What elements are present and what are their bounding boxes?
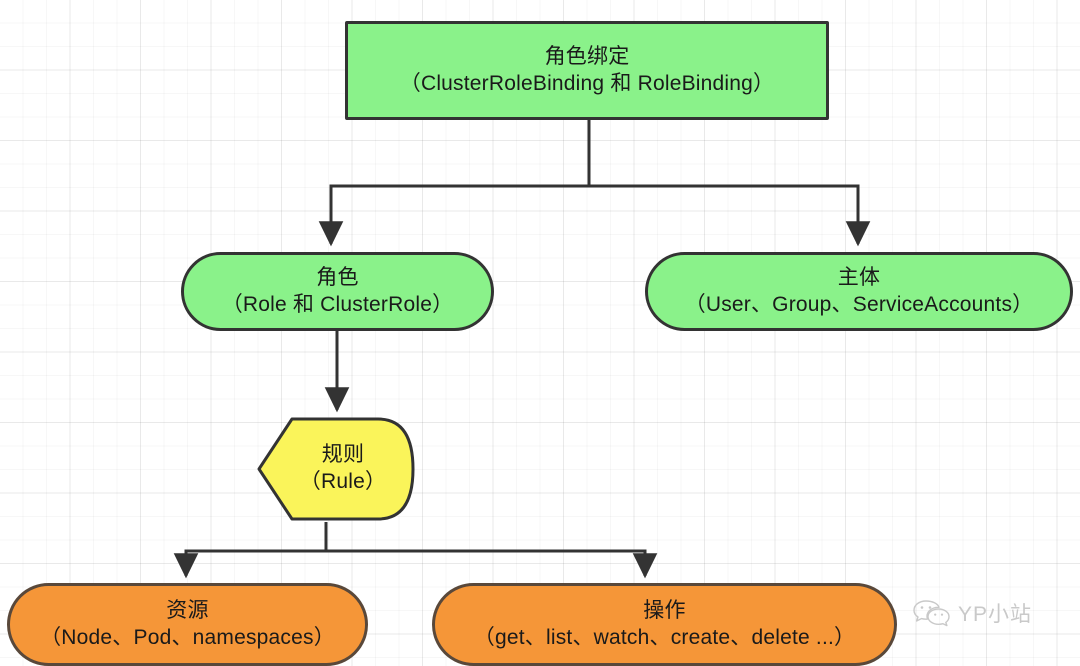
node-resource[interactable]: 资源 （Node、Pod、namespaces） (7, 583, 368, 666)
node-rule-line1: 规则 (321, 443, 365, 467)
node-rule-line2: （Rule） (299, 470, 387, 493)
node-rule-text: 规则 （Rule） (256, 416, 416, 522)
node-operation-line2: （get、list、watch、create、delete ...） (473, 625, 856, 649)
node-role-binding-line1: 角色绑定 (544, 44, 630, 68)
node-role-line1: 角色 (316, 265, 359, 289)
node-subject-line1: 主体 (837, 265, 881, 289)
edge-rule-to-resource (173, 522, 328, 579)
rule-shape (257, 417, 415, 521)
node-role-binding[interactable]: 角色绑定 （ClusterRoleBinding 和 RoleBinding） (345, 21, 829, 120)
node-role-line2: （Role 和 ClusterRole） (221, 292, 454, 316)
node-operation-line1: 操作 (643, 598, 686, 622)
node-operation[interactable]: 操作 （get、list、watch、create、delete ...） (432, 583, 897, 666)
node-subject-line2: （User、Group、ServiceAccounts） (684, 292, 1034, 316)
edge-rule-to-operation (326, 549, 658, 579)
watermark-text: YP小站 (958, 603, 1033, 626)
node-resource-line2: （Node、Pod、namespaces） (40, 625, 335, 649)
node-role-binding-line2: （ClusterRoleBinding 和 RoleBinding） (399, 71, 775, 95)
watermark: YP小站 (912, 598, 1032, 628)
edge-rolebinding-to-role (318, 120, 591, 247)
wechat-icon (912, 598, 952, 628)
node-subject[interactable]: 主体 （User、Group、ServiceAccounts） (645, 252, 1073, 331)
edge-rolebinding-to-subject (589, 184, 871, 247)
node-rule[interactable]: 规则 （Rule） (256, 416, 416, 522)
node-role[interactable]: 角色 （Role 和 ClusterRole） (181, 252, 494, 331)
node-resource-line1: 资源 (166, 598, 209, 622)
